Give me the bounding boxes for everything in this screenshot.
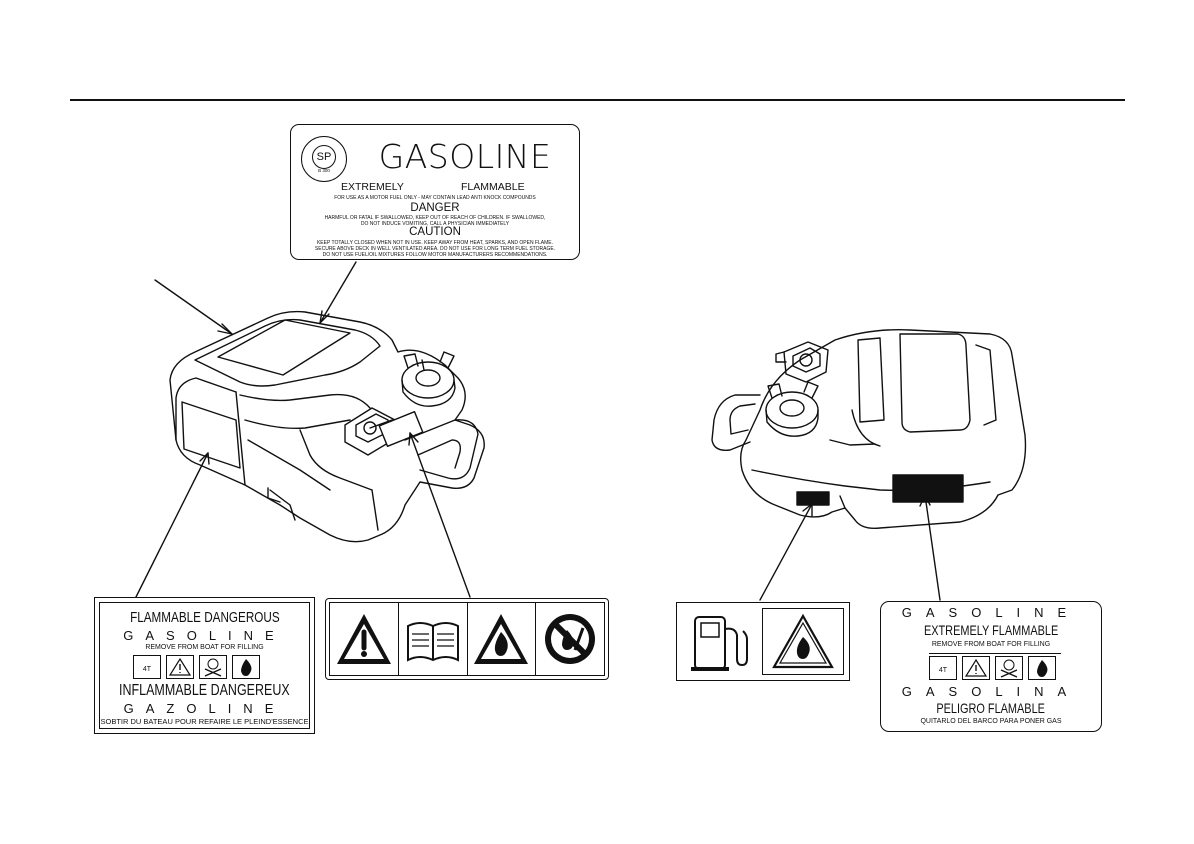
leader-line-body [154, 279, 233, 335]
4t-oil-can-icon: 4T [133, 655, 161, 679]
left-fuel-tank [169, 310, 485, 543]
bilingual-french-label: FLAMMABLE DANGEROUS GASOLINE REMOVE FROM… [94, 597, 315, 734]
seal-mark: SP [312, 145, 336, 169]
french-label-line3: REMOVE FROM BOAT FOR FILLING [145, 644, 264, 651]
danger-line: DO NOT INDUCE VOMITING, CALL A PHYSICIAN… [360, 221, 510, 227]
read-manual-icon [399, 603, 468, 675]
warning-triangle-icon [166, 655, 194, 679]
right-fuel-tank [711, 329, 1027, 530]
spanish-label-line3: REMOVE FROM BOAT FOR FILLING [931, 641, 1051, 648]
french-label-line6: SOBTIR DU BATEAU POUR REFAIRE LE PLEIND'… [100, 717, 309, 726]
caution-line: SECURE ABOVE DECK IN WELL VENTILATED ARE… [314, 246, 556, 252]
pictogram-row: 4T [133, 655, 265, 679]
no-open-flame-icon [536, 603, 604, 675]
spanish-label-line1: GASOLINE [901, 605, 1081, 620]
french-label-line5: GAZOLINE [123, 701, 286, 716]
flame-icon [232, 655, 260, 679]
seal-text: B 300 [318, 168, 330, 173]
label-use-line: FOR USE AS A MOTOR FUEL ONLY - MAY CONTA… [334, 195, 536, 201]
skull-crossbones-icon [199, 655, 227, 679]
leader-line-spanish-label [924, 494, 941, 601]
gasoline-warning-label: SP B 300 GASOLINE EXTREMELY FLAMMABLE FO… [290, 124, 580, 260]
leader-line-pump-label [759, 503, 813, 601]
spanish-label-line4: GASOLINA [901, 684, 1081, 699]
leader-line-top-label [319, 261, 357, 324]
caution-line: KEEP TOTALLY CLOSED WHEN NOT IN USE. KEE… [316, 240, 554, 246]
warning-pictogram-label [325, 598, 609, 680]
header-rule [70, 99, 1125, 101]
spanish-label-line6: QUITARLO DEL BARCO PARA PONER GAS [920, 718, 1062, 725]
label-word-flammable: FLAMMABLE [461, 181, 525, 193]
fuel-pump-icon [680, 606, 760, 677]
warning-triangle-icon [962, 656, 990, 680]
spanish-label-line5: PELIGRO FLAMABLE [936, 700, 1046, 716]
leader-line-warning-label [409, 432, 471, 598]
exclamation-warning-icon [330, 603, 399, 675]
certification-seal-icon: SP B 300 [301, 136, 347, 182]
pictogram-row: 4T [929, 653, 1061, 680]
flame-icon [1028, 656, 1056, 680]
french-label-line1: FLAMMABLE DANGEROUS [129, 609, 280, 626]
spanish-label-line2: EXTREMELY FLAMMABLE [923, 622, 1059, 638]
label-title: GASOLINE [378, 137, 552, 176]
flammable-warning-icon [468, 603, 537, 675]
bilingual-spanish-label: GASOLINE EXTREMELY FLAMMABLE REMOVE FROM… [880, 601, 1102, 732]
flammable-warning-icon [762, 608, 844, 675]
label-word-extremely: EXTREMELY [341, 181, 404, 193]
fuel-pump-label [676, 602, 850, 681]
skull-crossbones-icon [995, 656, 1023, 680]
leader-line-side-label [135, 452, 209, 598]
caution-heading: CAUTION [409, 226, 461, 238]
french-label-line2: GASOLINE [123, 628, 286, 643]
caution-line: DO NOT USE FUEL/OIL MIXTURES FOLLOW MOTO… [322, 252, 548, 258]
4t-oil-can-icon: 4T [929, 656, 957, 680]
french-label-line4: INFLAMMABLE DANGEREUX [119, 682, 290, 699]
label-border [99, 602, 310, 729]
danger-heading: DANGER [410, 202, 460, 214]
danger-line: HARMFUL OR FATAL IF SWALLOWED, KEEP OUT … [324, 215, 546, 221]
